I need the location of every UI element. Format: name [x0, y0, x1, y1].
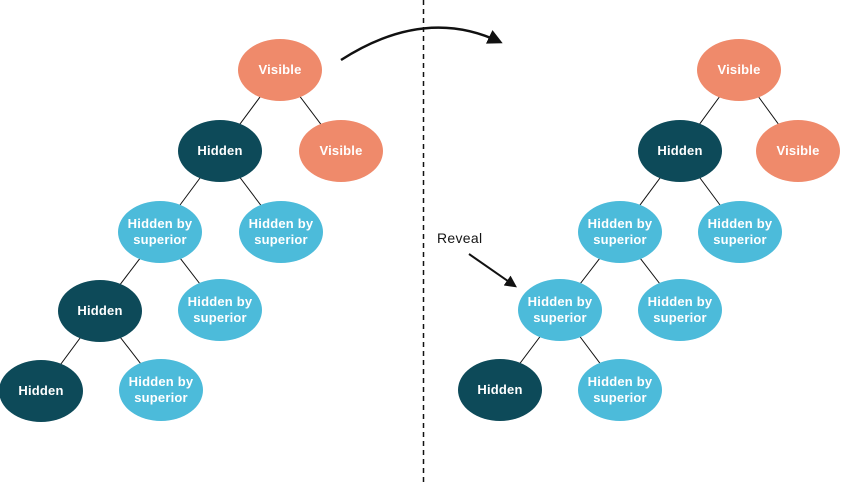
tree-node: Hidden — [0, 360, 83, 422]
tree-node: Visible — [299, 120, 383, 182]
reveal-label: Reveal — [437, 230, 483, 246]
tree-node: Hidden by superior — [578, 359, 662, 421]
reveal-arrow — [468, 253, 517, 288]
tree-node: Hidden by superior — [698, 201, 782, 263]
tree-node: Hidden by superior — [119, 359, 203, 421]
tree-node: Hidden by superior — [578, 201, 662, 263]
tree-node: Hidden — [178, 120, 262, 182]
transform-arrow — [340, 26, 503, 62]
tree-node: Hidden by superior — [178, 279, 262, 341]
revealed-node: Hidden by superior — [518, 279, 602, 341]
tree-node: Hidden — [638, 120, 722, 182]
tree-node: Hidden by superior — [638, 279, 722, 341]
tree-node: Hidden by superior — [118, 201, 202, 263]
tree-node: Visible — [238, 39, 322, 101]
tree-node: Hidden — [458, 359, 542, 421]
tree-node: Hidden by superior — [239, 201, 323, 263]
tree-node: Visible — [756, 120, 840, 182]
tree-node: Visible — [697, 39, 781, 101]
tree-node: Hidden — [58, 280, 142, 342]
